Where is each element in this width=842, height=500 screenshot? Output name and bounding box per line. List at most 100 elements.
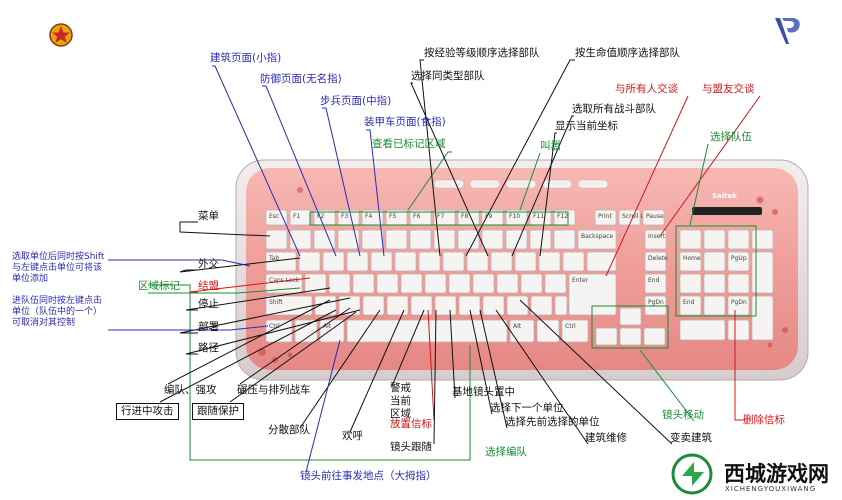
key-numpad bbox=[703, 295, 726, 316]
key-numpad bbox=[727, 295, 750, 316]
leader-infantry-page bbox=[322, 107, 361, 257]
key-letter bbox=[506, 295, 529, 316]
leader-camera-follow bbox=[433, 309, 437, 445]
key-label: Alt bbox=[513, 323, 522, 330]
leader-select-prev bbox=[479, 309, 508, 429]
brand-logo-icon bbox=[671, 453, 713, 495]
key-numpad bbox=[727, 273, 750, 294]
label-repair: 建筑维修 bbox=[585, 432, 627, 444]
key-label: Pause bbox=[646, 213, 664, 220]
key-label: F1 bbox=[293, 213, 300, 220]
key-label: F8 bbox=[461, 213, 468, 220]
leader-place-beacon bbox=[427, 309, 435, 421]
label-talk-all: 与所有人交谈 bbox=[615, 83, 678, 95]
leader-attack-move bbox=[159, 309, 337, 403]
label-stop: 停止 bbox=[198, 298, 219, 310]
key-letter bbox=[482, 295, 505, 316]
key-numpad bbox=[727, 251, 750, 272]
key-ctrl-right bbox=[561, 319, 589, 343]
leader-enter-team bbox=[108, 325, 269, 331]
label-waypoint: 路径 bbox=[198, 342, 219, 354]
label-select-by-health: 按生命值顺序选择部队 bbox=[575, 47, 680, 59]
key-letter bbox=[394, 251, 417, 272]
key-label: F9 bbox=[485, 213, 492, 220]
key-label: Tab bbox=[268, 255, 279, 262]
key-numpad bbox=[751, 229, 774, 250]
key-letter bbox=[544, 273, 567, 294]
key-label: End bbox=[683, 299, 695, 306]
leader-select-by-health bbox=[465, 59, 575, 257]
label-crush-line: 碾压与排列战车 bbox=[237, 384, 311, 396]
leader-view-marked-area bbox=[407, 151, 452, 211]
leader-menu bbox=[179, 221, 271, 237]
leader-crush-line bbox=[239, 307, 351, 385]
key-numpad bbox=[679, 295, 702, 316]
label-build-page: 建筑页面(小指) bbox=[210, 52, 282, 64]
label-infantry-page: 步兵页面(中指) bbox=[320, 95, 392, 107]
key-label: F11 bbox=[533, 213, 544, 220]
leader-diplomacy bbox=[179, 257, 301, 273]
key-letter bbox=[362, 295, 385, 316]
key-label: F2 bbox=[317, 213, 324, 220]
label-view-marked-area: 查看已标记区域 bbox=[372, 138, 446, 150]
leader-cheer bbox=[349, 309, 405, 433]
key-menu bbox=[536, 319, 560, 343]
key-label: Delete bbox=[648, 255, 668, 262]
key-letter bbox=[328, 273, 351, 294]
key-label: Ctrl bbox=[269, 323, 280, 330]
key-label: Home bbox=[683, 255, 701, 262]
key-label: PgUp bbox=[731, 255, 747, 262]
key-label: Print bbox=[598, 213, 612, 220]
key-label: Enter bbox=[572, 277, 589, 284]
key-letter bbox=[424, 273, 447, 294]
leader-select-by-rank bbox=[419, 59, 441, 257]
key-number-row bbox=[529, 229, 552, 250]
key-letter bbox=[386, 295, 409, 316]
leader-area-mark bbox=[148, 284, 471, 461]
leader-camera-move bbox=[639, 349, 695, 422]
key-letter bbox=[448, 273, 471, 294]
key-letter bbox=[370, 251, 393, 272]
corner-logo-icon bbox=[772, 14, 804, 54]
label-alert-area: 警戒当前区域 bbox=[390, 382, 411, 420]
leader-delete-beacon bbox=[734, 310, 745, 421]
label-select-team: 选择队伍 bbox=[710, 131, 752, 143]
key-numpad bbox=[679, 273, 702, 294]
key-label: F3 bbox=[341, 213, 348, 220]
key-number-row bbox=[385, 229, 408, 250]
key-numpad-plus bbox=[751, 251, 774, 294]
key-letter bbox=[352, 273, 375, 294]
leader-build-page bbox=[212, 65, 301, 257]
key-letter bbox=[434, 295, 457, 316]
label-alliance: 结盟 bbox=[198, 280, 219, 292]
key-end bbox=[644, 273, 667, 294]
key-letter bbox=[442, 251, 465, 272]
leader-sell bbox=[519, 299, 673, 445]
key-print bbox=[594, 209, 617, 226]
key-number-row bbox=[313, 229, 336, 250]
key-number-row bbox=[505, 229, 528, 250]
key-number-row bbox=[337, 229, 360, 250]
key-arrow-right bbox=[643, 327, 666, 346]
key-delete bbox=[644, 251, 667, 272]
label-attack-move: 行进中攻击 bbox=[116, 403, 179, 420]
brand-url: XICHENGYOUXIWANG bbox=[725, 485, 817, 493]
leader-alert-area bbox=[391, 309, 425, 387]
key-numpad bbox=[727, 229, 750, 250]
leader-armor-page bbox=[366, 129, 385, 257]
label-armor-page: 装甲车页面(食指) bbox=[364, 116, 446, 128]
key-space bbox=[346, 319, 508, 343]
brand-watermark: 西城游戏网 XICHENGYOUXIWANG bbox=[662, 452, 838, 496]
label-select-squad: 选择编队 bbox=[485, 446, 527, 458]
key-letter bbox=[530, 295, 553, 316]
highlight-arrow-keys bbox=[591, 305, 669, 349]
leader-select-same-type bbox=[410, 82, 489, 257]
key-letter bbox=[514, 251, 537, 272]
key-letter bbox=[562, 251, 585, 272]
label-deploy: 部署 bbox=[198, 321, 219, 333]
key-label: F12 bbox=[557, 213, 568, 220]
key-letter bbox=[304, 273, 327, 294]
key-label: Alt bbox=[323, 323, 332, 330]
highlight-numpad bbox=[675, 225, 757, 317]
label-area-mark: 区域标记 bbox=[138, 280, 180, 292]
